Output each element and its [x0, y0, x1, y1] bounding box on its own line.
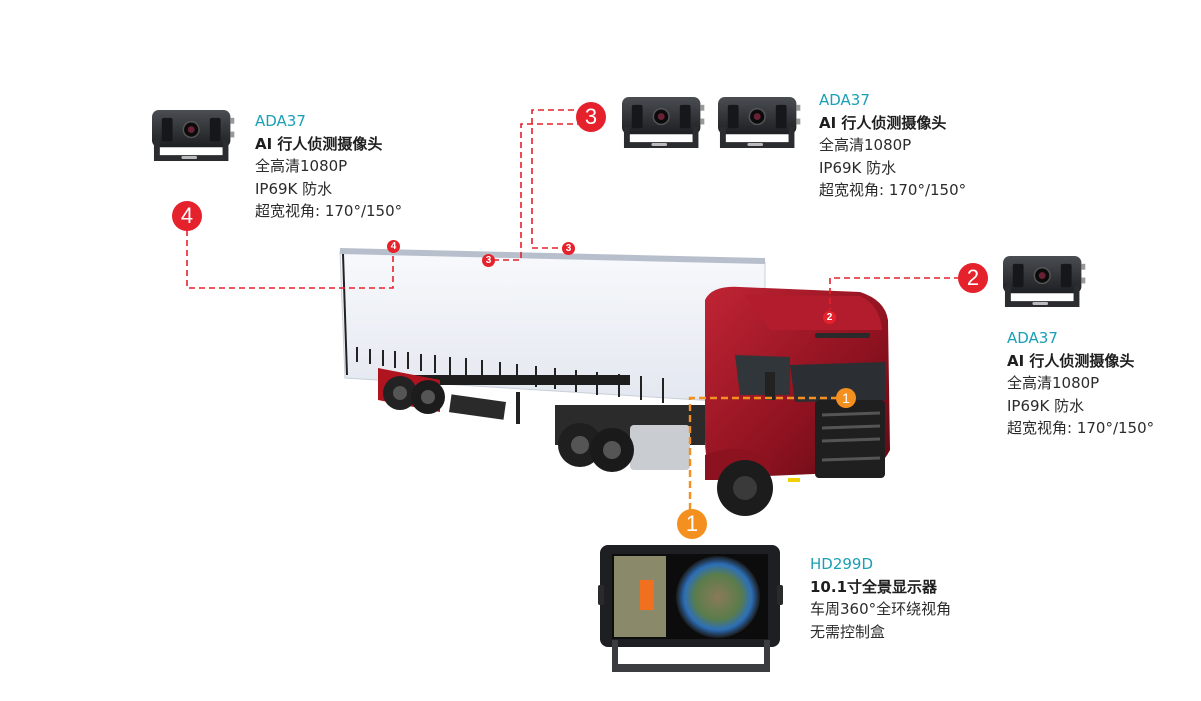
- marker-1-large: 1: [677, 509, 707, 539]
- camera-image-2: [1002, 255, 1087, 308]
- feature: 车周360°全环绕视角: [810, 600, 952, 618]
- mount-marker-4: 4: [387, 240, 400, 253]
- trailer-illustration: [339, 248, 766, 424]
- feature: 超宽视角: 170°/150°: [819, 181, 967, 199]
- camera-image-3b: [717, 96, 802, 149]
- model-name: ADA37: [1007, 329, 1058, 347]
- feature: 全高清1080P: [819, 136, 912, 154]
- product-title: 10.1寸全景显示器: [810, 577, 938, 596]
- feature: IP69K 防水: [1007, 396, 1085, 415]
- product-title: AI 行人侦测摄像头: [819, 113, 947, 132]
- model-name: ADA37: [255, 112, 306, 130]
- feature: 超宽视角: 170°/150°: [255, 202, 403, 220]
- feature: 无需控制盒: [810, 622, 886, 641]
- camera-image-3a: [621, 96, 706, 149]
- feature: 超宽视角: 170°/150°: [1007, 419, 1155, 437]
- mount-marker-3a: 3: [482, 254, 495, 267]
- model-name: ADA37: [819, 91, 870, 109]
- truck-cab-illustration: [705, 286, 890, 516]
- model-name: HD299D: [810, 555, 874, 573]
- mount-marker-1: 1: [836, 388, 856, 408]
- tractor-chassis: [555, 405, 705, 472]
- leader-lines-orange: [688, 396, 838, 510]
- leader-lines-red: [186, 109, 960, 310]
- spec-camera-2: ADA37 AI 行人侦测摄像头 全高清1080P IP69K 防水 超宽视角:…: [1007, 327, 1154, 440]
- product-title: AI 行人侦测摄像头: [1007, 351, 1135, 370]
- spec-monitor-1: HD299D 10.1寸全景显示器 车周360°全环绕视角 无需控制盒: [810, 553, 951, 643]
- marker-4-large: 4: [172, 201, 202, 231]
- mount-marker-2: 2: [823, 311, 836, 324]
- marker-2-large: 2: [958, 263, 988, 293]
- feature: IP69K 防水: [255, 179, 333, 198]
- spec-camera-3: ADA37 AI 行人侦测摄像头 全高清1080P IP69K 防水 超宽视角:…: [819, 89, 966, 202]
- feature: 全高清1080P: [255, 157, 348, 175]
- monitor-image: [598, 545, 783, 672]
- product-title: AI 行人侦测摄像头: [255, 134, 383, 153]
- camera-image-4: [151, 109, 236, 162]
- feature: IP69K 防水: [819, 158, 897, 177]
- marker-3-large: 3: [576, 102, 606, 132]
- mount-marker-3b: 3: [562, 242, 575, 255]
- spec-camera-4: ADA37 AI 行人侦测摄像头 全高清1080P IP69K 防水 超宽视角:…: [255, 110, 402, 223]
- feature: 全高清1080P: [1007, 374, 1100, 392]
